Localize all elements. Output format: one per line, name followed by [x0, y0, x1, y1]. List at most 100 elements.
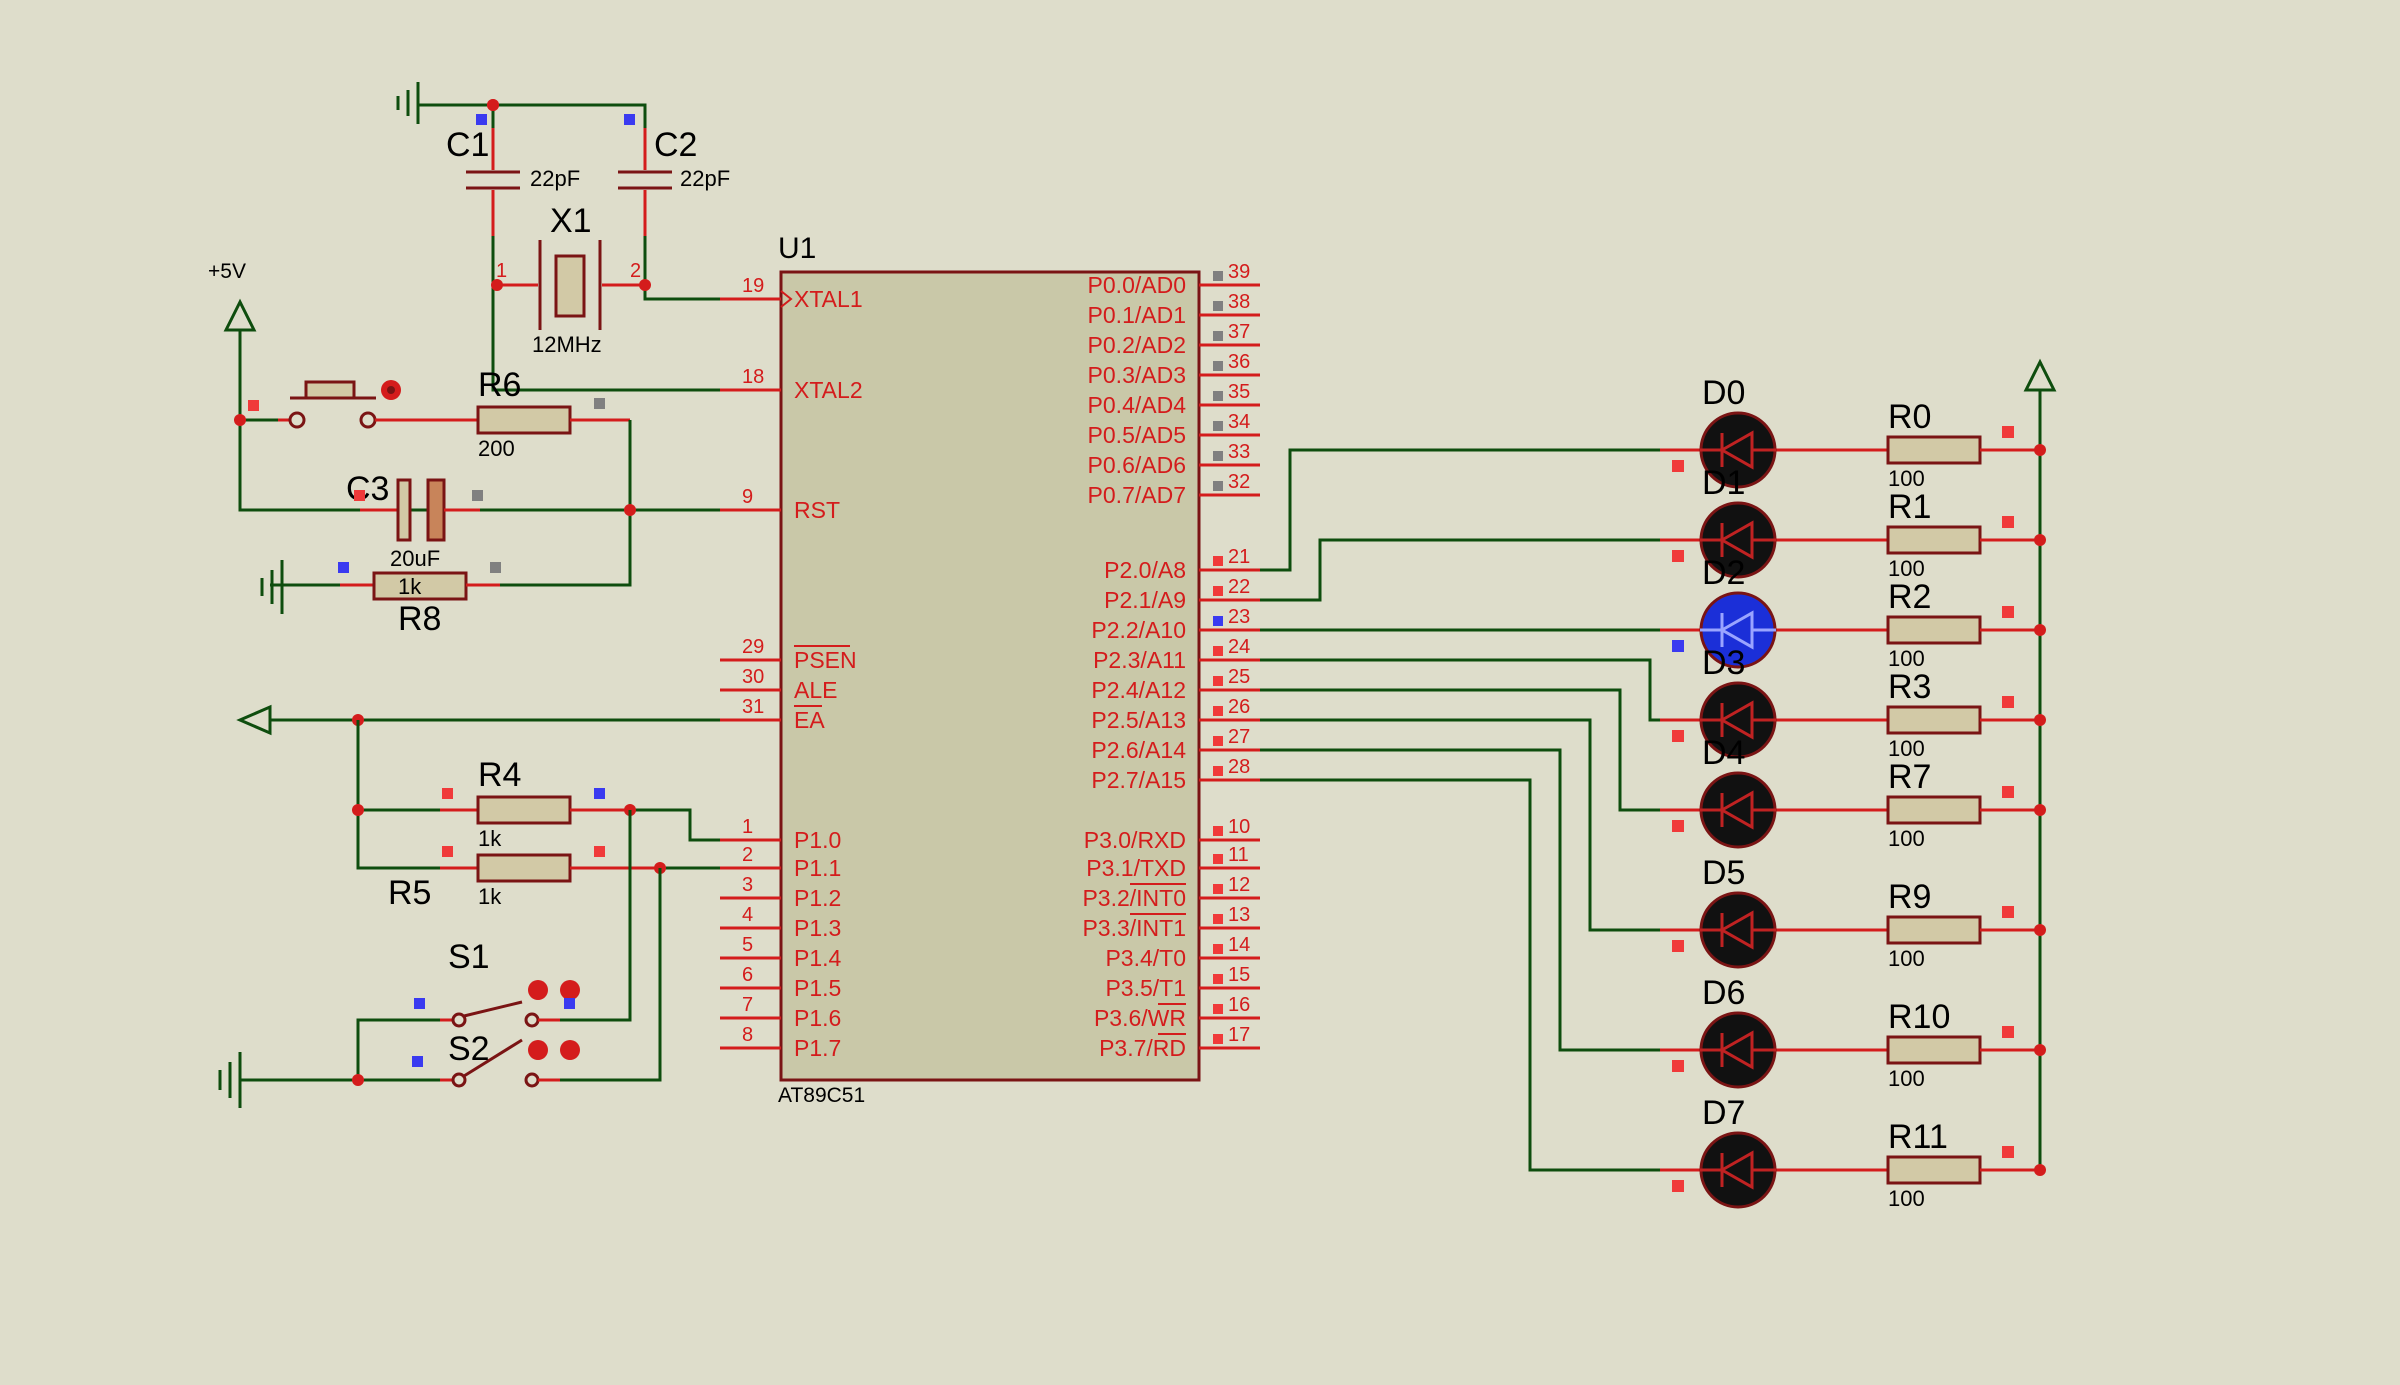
supply-label: +5V	[208, 260, 246, 283]
pin-number: 37	[1228, 321, 1250, 343]
resistor-ref: R0	[1888, 398, 1931, 436]
p2-wire-0	[1260, 448, 1660, 572]
pin-state-marker	[1213, 676, 1223, 686]
switch-s1[interactable]: S1	[440, 938, 580, 1028]
r5-value: 1k	[478, 884, 502, 909]
pin-name: P1.0	[794, 827, 841, 853]
led-state-marker	[1672, 640, 1684, 652]
led-d3[interactable]: D3	[1660, 644, 1888, 759]
resistor-r5[interactable]: 1k R5	[388, 853, 660, 912]
reset-button[interactable]	[278, 380, 478, 429]
capacitor-c1[interactable]: C1 22pF	[446, 126, 580, 236]
pin-state-marker	[1213, 944, 1223, 954]
resistor-r6[interactable]: R6 200	[476, 366, 630, 461]
pin-number: 36	[1228, 351, 1250, 373]
r4-value: 1k	[478, 826, 502, 851]
crystal-pin1: 1	[496, 260, 507, 282]
resistor-value: 100	[1888, 1186, 1925, 1211]
resistor-r4[interactable]: R4 1k	[440, 756, 630, 851]
chip-u1[interactable]: U1 AT89C51	[778, 232, 1201, 1107]
oscillator-circuit: C1 22pF C2 22pF X1 12MHz 1 2	[396, 82, 730, 392]
pin-name: P0.1/AD1	[1088, 302, 1186, 328]
crystal-value: 12MHz	[532, 332, 602, 357]
pin-name: ALE	[794, 677, 837, 703]
led-d7[interactable]: D7	[1660, 1094, 1888, 1209]
pin-name: P2.0/A8	[1104, 557, 1186, 583]
led-d0[interactable]: D0	[1660, 374, 1888, 489]
power-arrow-5v: +5V	[208, 260, 257, 332]
led-d1[interactable]: D1	[1660, 464, 1888, 579]
resistor-r8[interactable]: 1k R8	[340, 571, 500, 638]
led-ref: D5	[1702, 854, 1745, 892]
led-d6[interactable]: D6	[1660, 974, 1888, 1089]
switch-s2[interactable]: S2	[440, 1030, 580, 1088]
led-d2[interactable]: D2	[1660, 554, 1888, 669]
capacitor-c3[interactable]: C3 20uF	[346, 470, 480, 571]
c2-value: 22pF	[680, 166, 730, 191]
pin-number: 1	[742, 816, 753, 838]
resistor-r0[interactable]: R0 100	[1886, 398, 2046, 491]
pin-number: 12	[1228, 874, 1250, 896]
led-d5[interactable]: D5	[1660, 854, 1888, 969]
led-ref: D4	[1702, 734, 1745, 772]
pin-state-marker	[1213, 826, 1223, 836]
resistor-ref: R9	[1888, 878, 1931, 916]
resistor-value: 100	[1888, 466, 1925, 491]
crystal-x1[interactable]: X1 12MHz 1 2	[496, 202, 645, 357]
led-d4[interactable]: D4	[1660, 734, 1888, 849]
pin-state-marker	[1213, 914, 1223, 924]
capacitor-c2[interactable]: C2 22pF	[618, 126, 730, 236]
pin-number: 38	[1228, 291, 1250, 313]
pin-state-marker	[1213, 331, 1223, 341]
pin-number: 27	[1228, 726, 1250, 748]
r5-ref: R5	[388, 874, 431, 912]
pin-number: 31	[742, 696, 764, 718]
